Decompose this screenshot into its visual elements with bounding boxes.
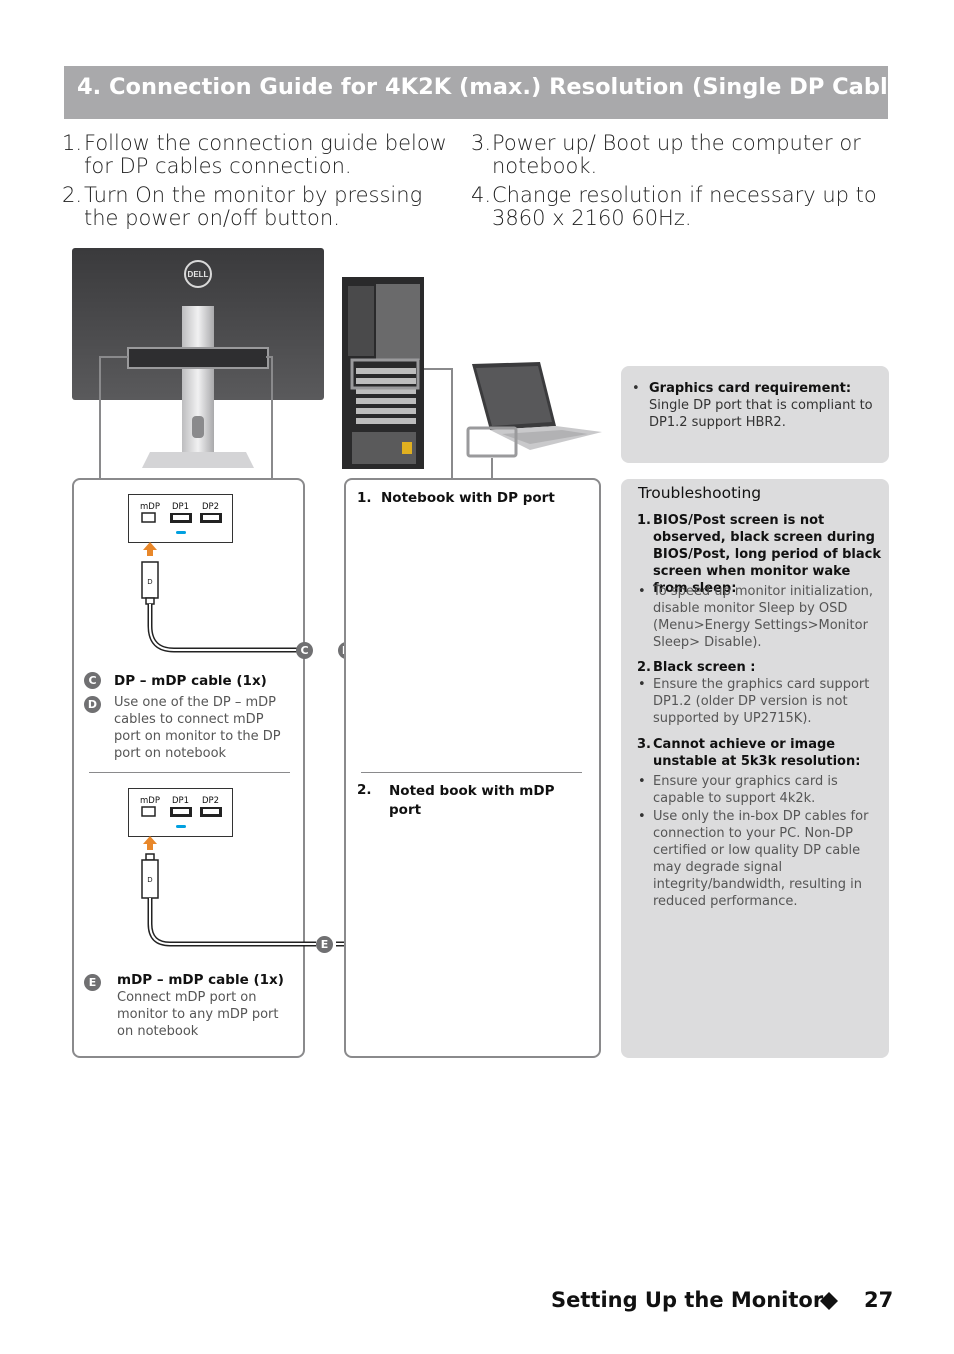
trouble-3-title: Cannot achieve or image unstable at 5k3k… [653, 737, 861, 769]
trouble-2-text: Ensure the graphics card support DP1.2 (… [653, 677, 870, 726]
mdp-mdp-cable-desc: Connect mDP port on monitor to any mDP p… [117, 990, 279, 1039]
step-text: Change resolution if necessary up to 386… [492, 183, 877, 230]
desktop-tower-illustration [342, 277, 424, 469]
footer-section-title: Setting Up the Monitor [551, 1288, 824, 1312]
port-label-dp2: DP2 [202, 502, 220, 512]
port-icons-1 [141, 512, 222, 534]
step-4: 4. Change resolution if necessary up to … [471, 184, 891, 234]
requirement-box [621, 366, 889, 463]
laptop-illustration [466, 362, 602, 458]
notebook-mdp-label: Noted book with mDP port [389, 783, 555, 818]
divider-middle [361, 772, 582, 773]
trouble-3-bullet-2: • [638, 809, 646, 824]
step-text: Follow the connection guide below for DP… [84, 131, 447, 178]
trouble-2-bullet: • [638, 677, 646, 692]
svg-text:D: D [147, 578, 152, 586]
trouble-1-text: To speed up monitor initialization, disa… [653, 584, 874, 650]
step-text: Turn On the monitor by pressing the powe… [84, 183, 423, 230]
trouble-2-num: 2. [637, 660, 651, 675]
notebook-connection-panel [344, 478, 601, 1058]
trouble-1-bullet: • [638, 584, 646, 599]
step-number: 3. [471, 131, 492, 155]
diamond-icon [820, 1292, 838, 1310]
notebook-dp-label: Notebook with DP port [381, 490, 555, 506]
requirement-text: Single DP port that is compliant to DP1.… [649, 398, 873, 430]
mdp-mdp-cable-title: mDP – mDP cable (1x) [117, 972, 284, 988]
port-label-dp1: DP1 [172, 502, 190, 512]
trouble-2-title: Black screen : [653, 660, 756, 675]
marker-d-legend: D [84, 696, 101, 713]
troubleshooting-heading: Troubleshooting [638, 484, 762, 502]
svg-text:D: D [147, 876, 152, 884]
notebook-dp-number: 1. [357, 490, 372, 506]
marker-c: C [296, 642, 313, 659]
step-number: 1. [62, 131, 83, 155]
monitor-back-illustration: DELL [72, 248, 324, 468]
port-icons-2 [141, 806, 222, 828]
port-label-mdp: mDP [140, 796, 160, 806]
port-label-dp1: DP1 [172, 796, 190, 806]
marker-e: E [316, 936, 333, 953]
dell-logo: DELL [188, 270, 209, 279]
marker-c-legend: C [84, 672, 101, 689]
dp-mdp-cable-title: DP – mDP cable (1x) [114, 673, 267, 689]
trouble-3-bullet-1: • [638, 774, 646, 789]
trouble-1-num: 1. [637, 513, 651, 528]
step-number: 2. [62, 183, 83, 207]
marker-e-legend: E [84, 974, 101, 991]
notebook-mdp-number: 2. [357, 782, 372, 798]
divider-left [89, 772, 290, 773]
step-1: 1. Follow the connection guide below for… [62, 132, 462, 182]
dp-mdp-cable-desc: Use one of the DP – mDP cables to connec… [114, 695, 281, 761]
monitor-connection-panel [72, 478, 305, 1058]
port-label-mdp: mDP [140, 502, 160, 512]
requirement-bullet: • [632, 381, 640, 396]
trouble-1-title: BIOS/Post screen is not observed, black … [653, 513, 882, 596]
trouble-3-text-2: Use only the in-box DP cables for connec… [653, 809, 869, 909]
troubleshooting-box [621, 479, 889, 1058]
step-number: 4. [471, 183, 492, 207]
section-banner [64, 66, 888, 119]
page-number: 27 [864, 1288, 894, 1312]
step-3: 3. Power up/ Boot up the computer or not… [471, 132, 891, 182]
section-title: 4. Connection Guide for 4K2K (max.) Reso… [77, 74, 914, 100]
trouble-3-text-1: Ensure your graphics card is capable to … [653, 774, 838, 806]
step-text: Power up/ Boot up the computer or notebo… [492, 131, 861, 178]
step-2: 2. Turn On the monitor by pressing the p… [62, 184, 462, 234]
trouble-3-num: 3. [637, 737, 651, 752]
port-label-dp2: DP2 [202, 796, 220, 806]
requirement-title: Graphics card requirement: [649, 381, 852, 396]
